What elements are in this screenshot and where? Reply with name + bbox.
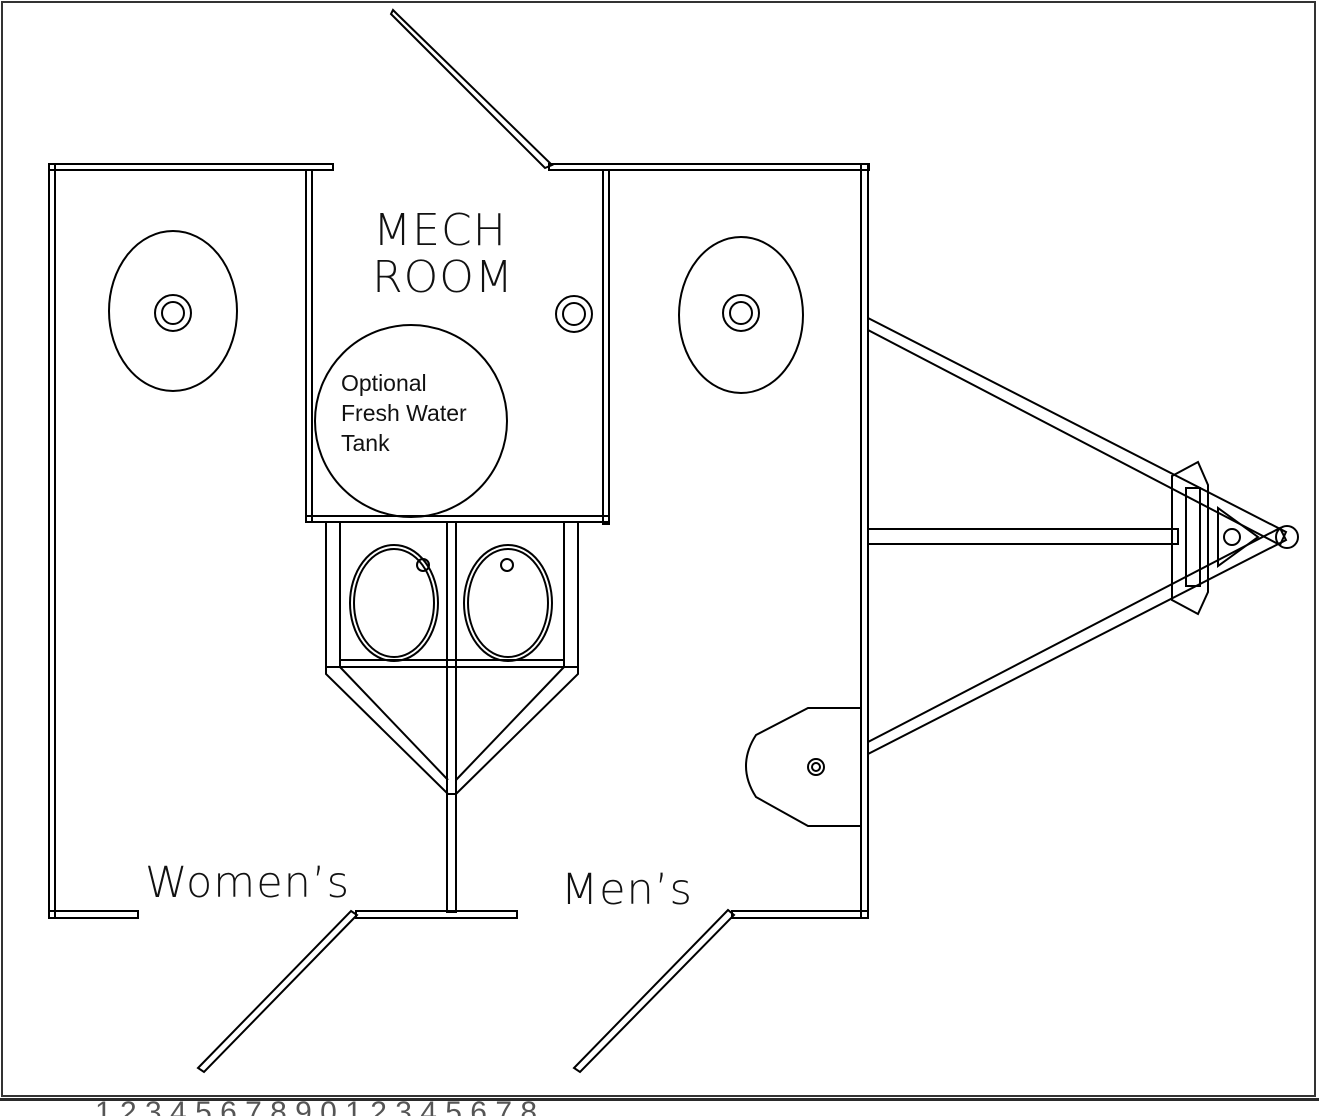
womens-toilet-drain-outer	[154, 294, 192, 332]
bottom-edge-bar	[0, 1098, 1319, 1101]
mens-toilet-drain-inner	[729, 301, 753, 325]
mech-room-drain-inner	[562, 302, 586, 326]
tongue-center-bar	[867, 528, 1179, 545]
mens-sink-inner	[467, 548, 549, 658]
mech-room-drain-outer	[555, 295, 593, 333]
mens-room-label: Men’s	[561, 865, 693, 915]
womens-sink-faucet	[416, 558, 430, 572]
fresh-water-tank	[314, 324, 508, 518]
mech-room-right-wall	[602, 169, 610, 525]
mech-room-label-line1: MECH	[373, 205, 507, 256]
center-bottom-wall	[355, 910, 518, 919]
mens-door	[572, 908, 736, 1074]
womens-door	[196, 909, 359, 1074]
drawing-frame	[1, 1, 1316, 1097]
mens-toilet-drain-outer	[722, 294, 760, 332]
bottom-edge-strip: 1 2 3 4 5 6 7 8 9 0 1 2 3 4 5 6 7 8	[0, 1098, 1319, 1116]
mens-sink-bowl	[463, 544, 553, 662]
jack-plate-inner	[1185, 487, 1201, 587]
wall-fixture-inner	[811, 762, 821, 772]
womens-left-wall	[48, 163, 56, 919]
center-partition	[446, 521, 457, 913]
cut-off-caption: 1 2 3 4 5 6 7 8 9 0 1 2 3 4 5 6 7 8	[95, 1098, 538, 1116]
mens-sink-faucet	[500, 558, 514, 572]
womens-sink-bowl	[349, 544, 439, 662]
mens-right-wall	[860, 163, 869, 919]
tongue-lower-arm	[867, 526, 1288, 756]
coupler-pin	[1223, 528, 1241, 546]
womens-bottom-wall	[48, 910, 139, 919]
tank-label-line2: Fresh Water	[341, 400, 467, 426]
tank-label-line1: Optional	[341, 370, 427, 396]
tank-label-line3: Tank	[341, 430, 390, 456]
cabinet-front-outer	[325, 667, 579, 795]
wall-mounted-fixture	[745, 707, 861, 827]
top-wall-left	[48, 163, 334, 171]
wall-fixture-outer	[807, 758, 825, 776]
cabinet-front-inner	[339, 666, 449, 781]
mech-room-door	[389, 8, 554, 170]
mech-room-left-wall	[305, 169, 313, 523]
womens-toilet-drain-inner	[161, 301, 185, 325]
womens-room-label: Women’s	[145, 858, 350, 908]
cabinet-front-inner-right	[455, 666, 565, 781]
coupler-inner-triangle	[1217, 506, 1260, 568]
top-wall-right	[548, 163, 870, 171]
mens-bottom-wall	[731, 910, 869, 919]
mech-room-label-line2: ROOM	[372, 252, 514, 303]
jack-plate	[1171, 460, 1209, 616]
mens-toilet	[678, 236, 804, 394]
womens-sink-inner	[353, 548, 435, 658]
sink-cabinet-inner	[339, 521, 565, 668]
hitch-ball	[1275, 525, 1299, 549]
womens-toilet	[108, 230, 238, 392]
